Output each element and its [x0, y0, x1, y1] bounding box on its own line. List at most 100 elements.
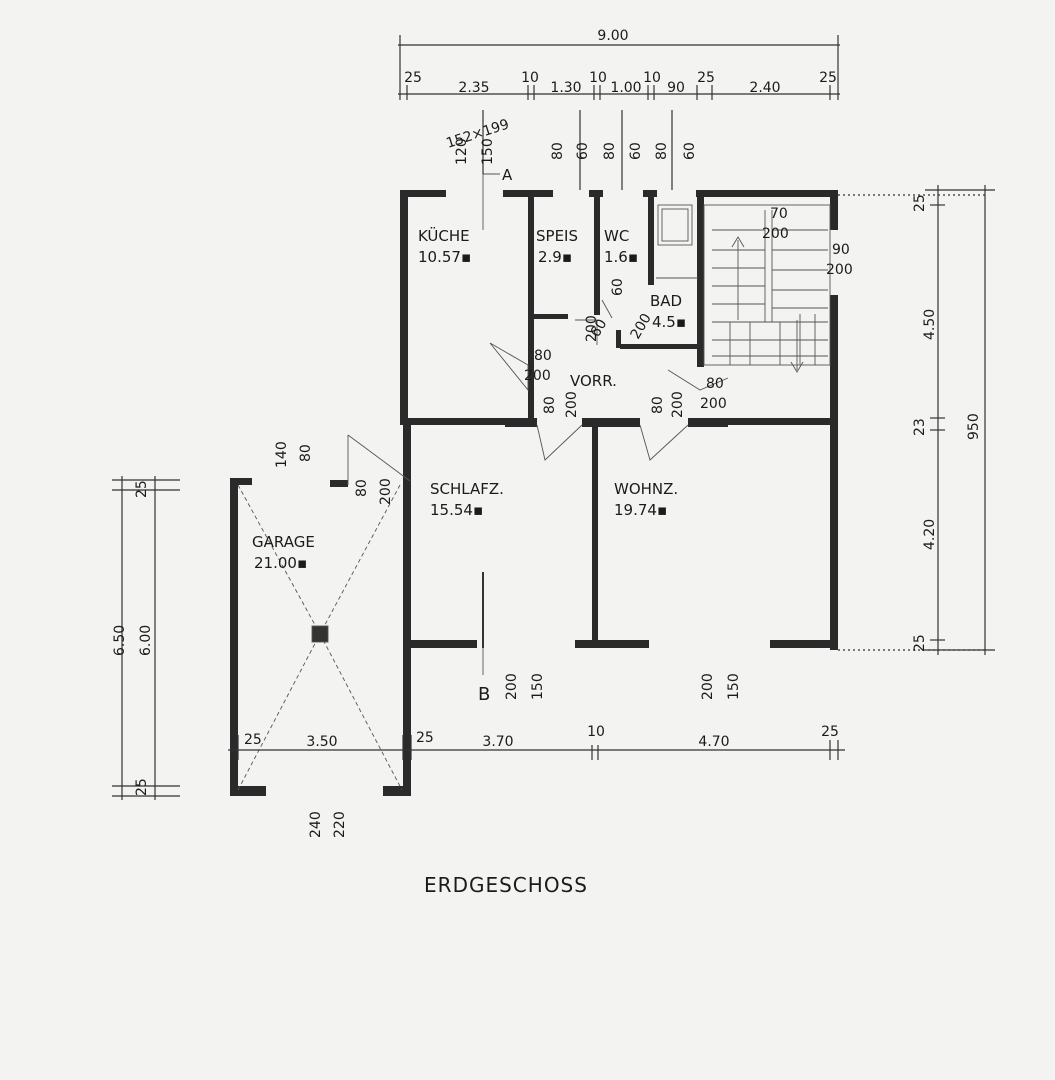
room-area-bad: 4.5▪	[652, 313, 686, 331]
garage-south-wall	[383, 786, 411, 796]
room-area-schlafz: 15.54▪	[430, 501, 483, 519]
north-wall-segment	[696, 190, 838, 197]
dim-top: 2.40	[749, 80, 780, 96]
right-dimensions: 25 4.50 23 4.20 25 950	[912, 194, 982, 652]
room-area-speis: 2.9▪	[538, 248, 572, 266]
dim-window: 120	[454, 138, 470, 165]
room-name-garage: GARAGE	[252, 533, 315, 551]
room-name-speis: SPEIS	[536, 227, 578, 245]
north-wall-segment	[503, 190, 553, 197]
dim-top: 10	[643, 70, 661, 86]
dim-bottom: 25	[244, 732, 262, 748]
room-name-bad: BAD	[650, 292, 682, 310]
section-mark-a: A	[502, 166, 513, 184]
dim-right: 4.20	[922, 519, 938, 550]
dim-window: 150	[726, 673, 742, 700]
middle-wall-door-frame	[505, 418, 537, 427]
dim-bottom: 4.70	[698, 734, 729, 750]
fixtures	[656, 204, 698, 279]
dim-left-outer: 6.50	[112, 625, 128, 656]
dim-window: 80	[654, 142, 670, 160]
dim-door: 80	[534, 348, 552, 364]
dim-door: 200	[584, 315, 600, 342]
dim-door: 70	[770, 206, 788, 222]
dim-top: 2.35	[458, 80, 489, 96]
garage-west-wall	[230, 478, 238, 796]
dim-left-small: 25	[134, 778, 150, 796]
room-area-garage: 21.00▪	[254, 554, 307, 572]
floor-drain	[311, 625, 329, 643]
dim-window: 80	[298, 444, 314, 462]
dim-top: 10	[589, 70, 607, 86]
middle-wall	[582, 418, 640, 427]
dim-door: 80	[354, 479, 370, 497]
west-wall	[400, 190, 408, 420]
dim-garage-door: 240	[308, 811, 324, 838]
room-area-wohnz: 19.74▪	[614, 501, 667, 519]
dim-right: 25	[912, 194, 928, 212]
garage-south-wall	[230, 786, 266, 796]
middle-wall	[400, 418, 505, 425]
bath-corner	[616, 330, 621, 348]
dim-window: 80	[550, 142, 566, 160]
dim-right-total: 950	[966, 413, 982, 440]
south-wall	[575, 640, 649, 648]
door-dimensions: 80 200 80 200 80 200 80 200 80 200 60 20…	[274, 206, 853, 838]
dim-door: 80	[650, 396, 666, 414]
dim-door: 80	[542, 396, 558, 414]
east-wall	[830, 295, 838, 650]
dim-bottom: 3.70	[482, 734, 513, 750]
bottom-dimensions: 25 3.50 25 3.70 10 4.70 25	[244, 724, 839, 750]
dim-bottom: 3.50	[306, 734, 337, 750]
walls	[230, 190, 838, 796]
dim-left-small: 25	[134, 480, 150, 498]
dim-door: 200	[762, 226, 789, 242]
north-wall-segment	[589, 190, 603, 197]
dim-door: 200	[700, 396, 727, 412]
dim-window: 60	[682, 142, 698, 160]
window-dimensions: 120 150 80 60 80 60 80 60	[454, 138, 698, 165]
dim-top: 1.30	[550, 80, 581, 96]
dim-window: 200	[826, 262, 853, 278]
pantry-south-wall	[528, 314, 568, 319]
dim-top: 90	[667, 80, 685, 96]
room-name-wohnz: WOHNZ.	[614, 480, 678, 498]
bath-south-wall	[620, 344, 700, 349]
north-wall-segment	[400, 190, 446, 197]
dim-window: 60	[575, 142, 591, 160]
dim-door: 200	[564, 391, 580, 418]
room-area-wc: 1.6▪	[604, 248, 638, 266]
dim-window: 150	[530, 673, 546, 700]
dim-door: 60	[588, 317, 611, 340]
room-name-wc: WC	[604, 227, 629, 245]
dim-bottom: 25	[416, 730, 434, 746]
stair-wall	[697, 197, 704, 367]
door-swings	[237, 173, 729, 791]
north-wall-segment	[643, 190, 657, 197]
dim-top: 1.00	[610, 80, 641, 96]
dim-window: 90	[832, 242, 850, 258]
garage-east-wall	[403, 648, 411, 796]
middle-wall	[728, 418, 838, 425]
garage-north-wall	[330, 480, 348, 487]
room-name-schlafz: SCHLAFZ.	[430, 480, 504, 498]
dim-bottom: 10	[587, 724, 605, 740]
dim-right: 23	[912, 418, 928, 436]
dim-window: 140	[274, 441, 290, 468]
dim-left-inner: 6.00	[138, 625, 154, 656]
room-name-vorr: VORR.	[570, 372, 617, 390]
dim-right: 4.50	[922, 309, 938, 340]
left-dimensions: 25 6.50 6.00 25	[112, 480, 154, 796]
dim-top: 10	[521, 70, 539, 86]
room-area-kueche: 10.57▪	[418, 248, 471, 266]
dim-top: 25	[819, 70, 837, 86]
dim-top: 25	[404, 70, 422, 86]
dim-garage-door: 220	[332, 811, 348, 838]
south-wall	[770, 640, 838, 648]
dim-window: 80	[602, 142, 618, 160]
dim-door: 200	[524, 368, 551, 384]
room-name-kueche: KÜCHE	[418, 226, 470, 245]
dim-top-total: 9.00	[597, 28, 628, 44]
section-mark-b: B	[478, 684, 490, 705]
dim-window: 200	[700, 673, 716, 700]
